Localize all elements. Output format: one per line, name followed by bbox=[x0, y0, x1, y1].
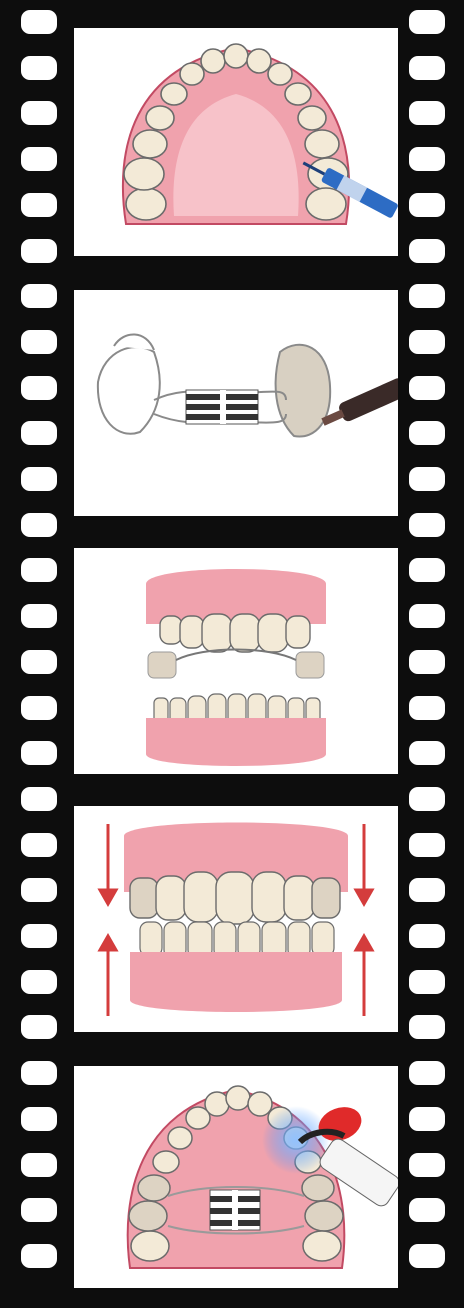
film-perforation bbox=[21, 696, 57, 720]
film-perforation bbox=[409, 193, 445, 217]
film-perforation bbox=[21, 1061, 57, 1085]
film-perforation bbox=[21, 1153, 57, 1177]
film-perforation bbox=[21, 56, 57, 80]
film-perforation bbox=[21, 604, 57, 628]
upper-teeth-closed bbox=[129, 871, 341, 925]
film-perforation bbox=[409, 1107, 445, 1131]
film-perforation bbox=[21, 878, 57, 902]
film-perforation bbox=[409, 330, 445, 354]
expander-screw-icon-5 bbox=[167, 1186, 305, 1235]
frame-2 bbox=[74, 290, 398, 516]
film-perforation bbox=[21, 741, 57, 765]
film-perforation bbox=[21, 421, 57, 445]
film-perforation bbox=[21, 513, 57, 537]
film-perforation bbox=[409, 833, 445, 857]
film-perforation bbox=[409, 513, 445, 537]
film-perforation bbox=[21, 924, 57, 948]
open-jaws-with-bite-splint-icon bbox=[146, 569, 326, 766]
film-perforation bbox=[409, 284, 445, 308]
upper-teeth-arch-5 bbox=[128, 1085, 344, 1262]
film-perforation bbox=[409, 421, 445, 445]
film-perforation bbox=[21, 558, 57, 582]
adhesive-applicator-icon bbox=[302, 161, 398, 218]
film-perforation bbox=[21, 787, 57, 811]
frame-5 bbox=[74, 1066, 398, 1288]
film-perforation bbox=[409, 878, 445, 902]
film-perforation bbox=[409, 970, 445, 994]
frame-4 bbox=[74, 806, 398, 1032]
film-perforation bbox=[409, 604, 445, 628]
film-perforation bbox=[409, 741, 445, 765]
film-perforation bbox=[409, 239, 445, 263]
film-perforation bbox=[409, 147, 445, 171]
film-perforation bbox=[21, 970, 57, 994]
curing-light-glow bbox=[262, 1106, 330, 1174]
film-perforation bbox=[21, 193, 57, 217]
film-perforation bbox=[21, 239, 57, 263]
film-perforation bbox=[21, 147, 57, 171]
cement-syringe-icon bbox=[321, 378, 398, 426]
upper-jaw-adhesive-applicator-icon bbox=[121, 43, 398, 225]
film-perforation bbox=[409, 376, 445, 400]
film-perforation bbox=[21, 833, 57, 857]
film-perforation bbox=[21, 376, 57, 400]
film-perforation bbox=[409, 924, 445, 948]
film-perforation bbox=[409, 650, 445, 674]
film-perforation bbox=[409, 787, 445, 811]
film-perforation bbox=[409, 558, 445, 582]
bite-force-arrows bbox=[97, 824, 375, 1016]
film-perforation bbox=[21, 101, 57, 125]
curing-light-device-icon bbox=[297, 1107, 398, 1207]
film-perforation bbox=[21, 467, 57, 491]
film-perforation bbox=[409, 1153, 445, 1177]
film-perforation bbox=[409, 1198, 445, 1222]
film-perforation bbox=[21, 1015, 57, 1039]
expander-screw-icon bbox=[185, 389, 259, 425]
film-perforation bbox=[21, 10, 57, 34]
upper-front-teeth bbox=[159, 613, 311, 653]
film-perforation bbox=[409, 467, 445, 491]
palatal-expander-cement-syringe-icon bbox=[96, 333, 398, 438]
film-perforation bbox=[21, 1244, 57, 1268]
bite-splint-icon bbox=[147, 648, 325, 679]
film-perforation bbox=[21, 1198, 57, 1222]
film-perforation bbox=[21, 284, 57, 308]
closing-bite-arrows-icon bbox=[97, 822, 375, 1016]
film-perforation bbox=[409, 56, 445, 80]
film-perforation bbox=[21, 650, 57, 674]
frame-1 bbox=[74, 28, 398, 256]
film-perforation bbox=[21, 1107, 57, 1131]
upper-teeth-arch bbox=[123, 43, 349, 221]
film-perforation bbox=[409, 696, 445, 720]
frame-3 bbox=[74, 548, 398, 774]
film-perforation bbox=[409, 101, 445, 125]
film-perforation bbox=[409, 1061, 445, 1085]
film-perforation bbox=[409, 1244, 445, 1268]
film-perforation bbox=[409, 10, 445, 34]
expander-curing-light-icon bbox=[126, 1085, 398, 1269]
film-perforation bbox=[21, 330, 57, 354]
film-perforation bbox=[409, 1015, 445, 1039]
